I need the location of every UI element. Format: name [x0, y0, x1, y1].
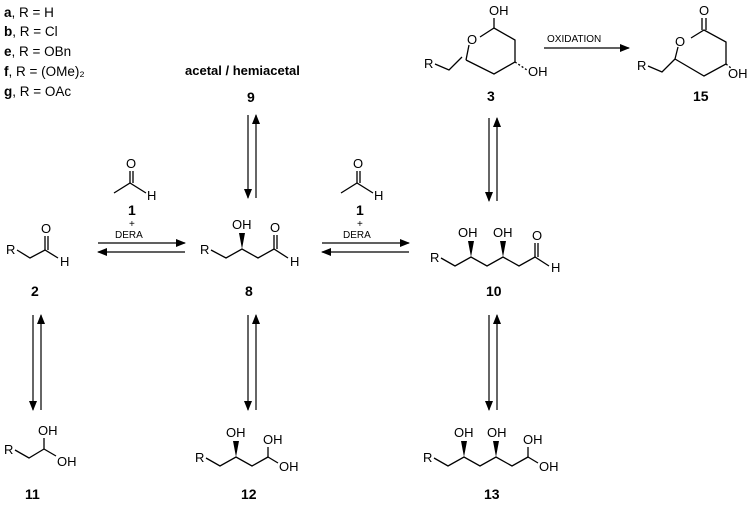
enzyme-label-dera: DERA: [115, 230, 143, 241]
atom-r: R: [4, 442, 13, 457]
compound-label-8: 8: [245, 283, 253, 299]
compound-8-aldol: R OH O H 8: [200, 217, 299, 299]
compound-label-15: 15: [693, 88, 709, 104]
atom-o: O: [270, 220, 280, 235]
equilibrium-arrow-8-12: [244, 314, 260, 411]
atom-oh: OH: [539, 459, 559, 474]
compound-9-acetal: acetal / hemiacetal 9: [185, 63, 300, 105]
atom-oh: OH: [454, 425, 474, 440]
oxidation-label: OXIDATION: [547, 34, 601, 45]
atom-oh: OH: [57, 454, 77, 469]
atom-o: O: [353, 156, 363, 171]
compound-label-10: 10: [486, 283, 502, 299]
acetaldehyde-1-right: O H 1 + DERA: [340, 156, 383, 241]
compound-label-1: 1: [356, 202, 364, 218]
acetaldehyde-1-left: O H 1 + DERA: [113, 156, 156, 241]
compound-label-3: 3: [487, 88, 495, 104]
compound-label-13: 13: [484, 486, 500, 502]
compound-15-lactone: R O O OH 15: [637, 3, 748, 104]
atom-oh: OH: [263, 432, 283, 447]
compound-label-12: 12: [241, 486, 257, 502]
atom-oh: OH: [528, 64, 548, 79]
compound-label-11: 11: [25, 486, 40, 502]
compound-label-1: 1: [128, 202, 136, 218]
compound-label-2: 2: [31, 283, 39, 299]
atom-r: R: [195, 450, 204, 465]
atom-r: R: [430, 250, 439, 265]
atom-o: O: [532, 228, 542, 243]
equilibrium-arrow-10-13: [485, 314, 501, 411]
atom-r: R: [200, 242, 209, 257]
atom-h: H: [60, 254, 69, 269]
compound-label-9: 9: [247, 89, 255, 105]
oxidation-arrow: OXIDATION: [544, 34, 630, 52]
compound-12-hydrate: R OH OH OH 12: [195, 425, 299, 502]
substituent-legend: a, R = H b, R = Cl e, R = OBn f, R = (OM…: [4, 5, 85, 99]
compound-11-hydrate: R OH OH 11: [4, 423, 77, 502]
compound-3-lactol: R O OH OH 3: [424, 3, 548, 104]
compound-10-dialdol: R OH OH O H 10: [430, 225, 560, 299]
atom-o: O: [126, 156, 136, 171]
atom-oh: OH: [493, 225, 513, 240]
compound-13-hydrate: R OH OH OH OH 13: [423, 425, 559, 502]
equilibrium-arrow-10-3: [485, 117, 501, 202]
atom-h: H: [290, 254, 299, 269]
atom-oh: OH: [232, 217, 252, 232]
atom-oh: OH: [38, 423, 58, 438]
plus-sign: +: [357, 219, 363, 230]
acetal-hemiacetal-label: acetal / hemiacetal: [185, 63, 300, 78]
atom-r: R: [637, 58, 646, 73]
atom-o: O: [41, 221, 51, 236]
legend-entry-f: f, R = (OMe)₂: [4, 64, 85, 79]
atom-oh: OH: [728, 66, 748, 81]
ring-atom-o: O: [467, 32, 477, 47]
equilibrium-arrow-2-8: [97, 239, 186, 256]
legend-entry-g: g, R = OAc: [4, 84, 71, 99]
atom-r: R: [423, 450, 432, 465]
atom-oh: OH: [458, 225, 478, 240]
atom-oh: OH: [523, 432, 543, 447]
legend-entry-a: a, R = H: [4, 5, 54, 20]
equilibrium-arrow-8-9: [244, 114, 260, 199]
atom-o: O: [699, 3, 709, 18]
atom-r: R: [6, 242, 15, 257]
atom-oh: OH: [226, 425, 246, 440]
legend-entry-b: b, R = Cl: [4, 24, 58, 39]
atom-oh: OH: [487, 425, 507, 440]
atom-oh: OH: [489, 3, 509, 18]
equilibrium-arrow-2-11: [29, 314, 45, 411]
legend-entry-e: e, R = OBn: [4, 44, 71, 59]
ring-atom-o: O: [675, 34, 685, 49]
atom-h: H: [147, 188, 156, 203]
compound-2-aldehyde: R O H 2: [6, 221, 69, 299]
atom-oh: OH: [279, 459, 299, 474]
enzyme-label-dera: DERA: [343, 230, 371, 241]
atom-r: R: [424, 56, 433, 71]
atom-h: H: [551, 260, 560, 275]
plus-sign: +: [129, 219, 135, 230]
atom-h: H: [374, 188, 383, 203]
equilibrium-arrow-8-10: [321, 239, 410, 256]
